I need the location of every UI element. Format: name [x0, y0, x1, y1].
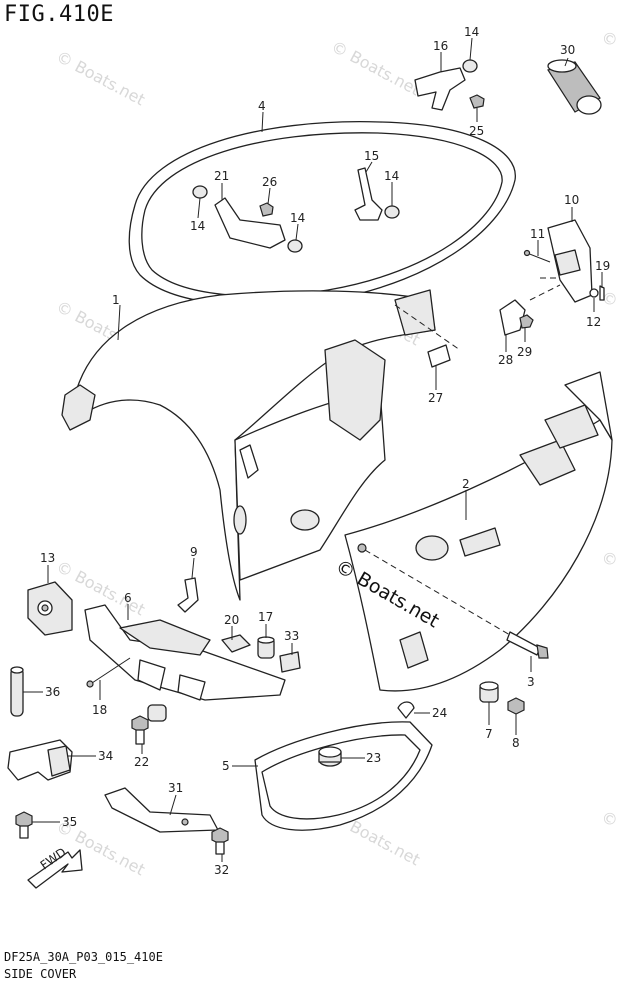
callout-10: 10 — [564, 193, 579, 207]
callout-14: 14 — [464, 25, 479, 39]
part-9-clip — [177, 577, 199, 613]
callout-34: 34 — [98, 749, 113, 763]
callout-13: 13 — [40, 551, 55, 565]
callout-9: 9 — [190, 545, 198, 559]
callout-23: 23 — [366, 751, 381, 765]
callout-21: 21 — [214, 169, 229, 183]
part-20-block — [221, 634, 251, 653]
part-19-clip — [599, 285, 605, 301]
callout-3: 3 — [527, 675, 535, 689]
callout-2: 2 — [462, 477, 470, 491]
part-4-seal — [128, 121, 516, 307]
part-3-bolt — [364, 549, 549, 659]
part-7-collar — [479, 681, 499, 703]
callout-17: 17 — [258, 610, 273, 624]
watermark-text: © Boats.net — [598, 547, 617, 610]
part-18-pin — [86, 657, 131, 688]
part-13-mount — [27, 581, 73, 636]
callout-31: 31 — [168, 781, 183, 795]
part-22-stud — [131, 704, 167, 745]
part-2-side-cover — [344, 371, 613, 692]
callout-14: 14 — [190, 219, 205, 233]
callout-11: 11 — [530, 227, 545, 241]
callout-32: 32 — [214, 863, 229, 877]
callout-22: 22 — [134, 755, 149, 769]
part-15-bracket — [354, 167, 383, 221]
callout-16: 16 — [433, 39, 448, 53]
part-27-pin — [394, 304, 461, 368]
figure-title: FIG.410E — [4, 2, 114, 27]
watermark-text: © Boats.net — [598, 807, 617, 870]
callout-20: 20 — [224, 613, 239, 627]
part-6-bracket — [84, 604, 286, 701]
callout-25: 25 — [469, 124, 484, 138]
part-36-tube — [10, 666, 24, 717]
part-23-grommet — [318, 746, 342, 767]
callout-19: 19 — [595, 259, 610, 273]
watermark-text: © Boats.net — [53, 47, 148, 110]
leader-lines — [23, 37, 603, 862]
callout-26: 26 — [262, 175, 277, 189]
part-34-plate — [7, 739, 73, 781]
callout-30: 30 — [560, 43, 575, 57]
callout-24: 24 — [432, 706, 447, 720]
fwd-arrow: FWD — [27, 845, 83, 889]
part-17-collar — [257, 636, 275, 659]
figure-name: SIDE COVER — [4, 967, 77, 981]
part-30-plug — [547, 59, 602, 115]
callout-33: 33 — [284, 629, 299, 643]
part-14-grommet — [192, 59, 478, 253]
part-11-pin — [523, 249, 551, 263]
part-21-bracket — [214, 197, 286, 249]
part-35-bolt — [15, 811, 33, 839]
callout-14: 14 — [384, 169, 399, 183]
callout-7: 7 — [485, 727, 493, 741]
callout-12: 12 — [586, 315, 601, 329]
part-32-bolt — [211, 827, 229, 855]
callout-29: 29 — [517, 345, 532, 359]
part-12-washer — [589, 288, 599, 298]
callout-5: 5 — [222, 759, 230, 773]
part-1-side-cover — [61, 289, 436, 601]
part-29-bolt — [519, 314, 534, 329]
callout-27: 27 — [428, 391, 443, 405]
watermark-text: © Boats.net — [328, 37, 423, 100]
callout-1: 1 — [112, 293, 120, 307]
callout-28: 28 — [498, 353, 513, 367]
part-31-bracket — [104, 787, 219, 833]
callout-14: 14 — [290, 211, 305, 225]
callout-36: 36 — [45, 685, 60, 699]
part-24-clip — [397, 701, 415, 719]
callout-35: 35 — [62, 815, 77, 829]
callout-18: 18 — [92, 703, 107, 717]
part-25-bolt — [469, 94, 485, 109]
callout-labels: 4 1 2 3 5 6 7 8 9 10 11 12 13 14 14 14 1… — [40, 25, 610, 877]
part-10-latch — [529, 219, 593, 303]
part-26-bolt — [259, 202, 274, 217]
watermark-text: © Boats.net — [598, 27, 617, 90]
figure-code: DF25A_30A_P03_015_410E — [4, 950, 163, 964]
callout-8: 8 — [512, 736, 520, 750]
part-16-bracket — [414, 67, 466, 111]
part-5-lower-cover — [254, 721, 433, 831]
callout-4: 4 — [258, 99, 266, 113]
part-8-bolt — [507, 697, 525, 715]
callout-6: 6 — [124, 591, 132, 605]
part-33-clip — [279, 651, 301, 673]
callout-15: 15 — [364, 149, 379, 163]
